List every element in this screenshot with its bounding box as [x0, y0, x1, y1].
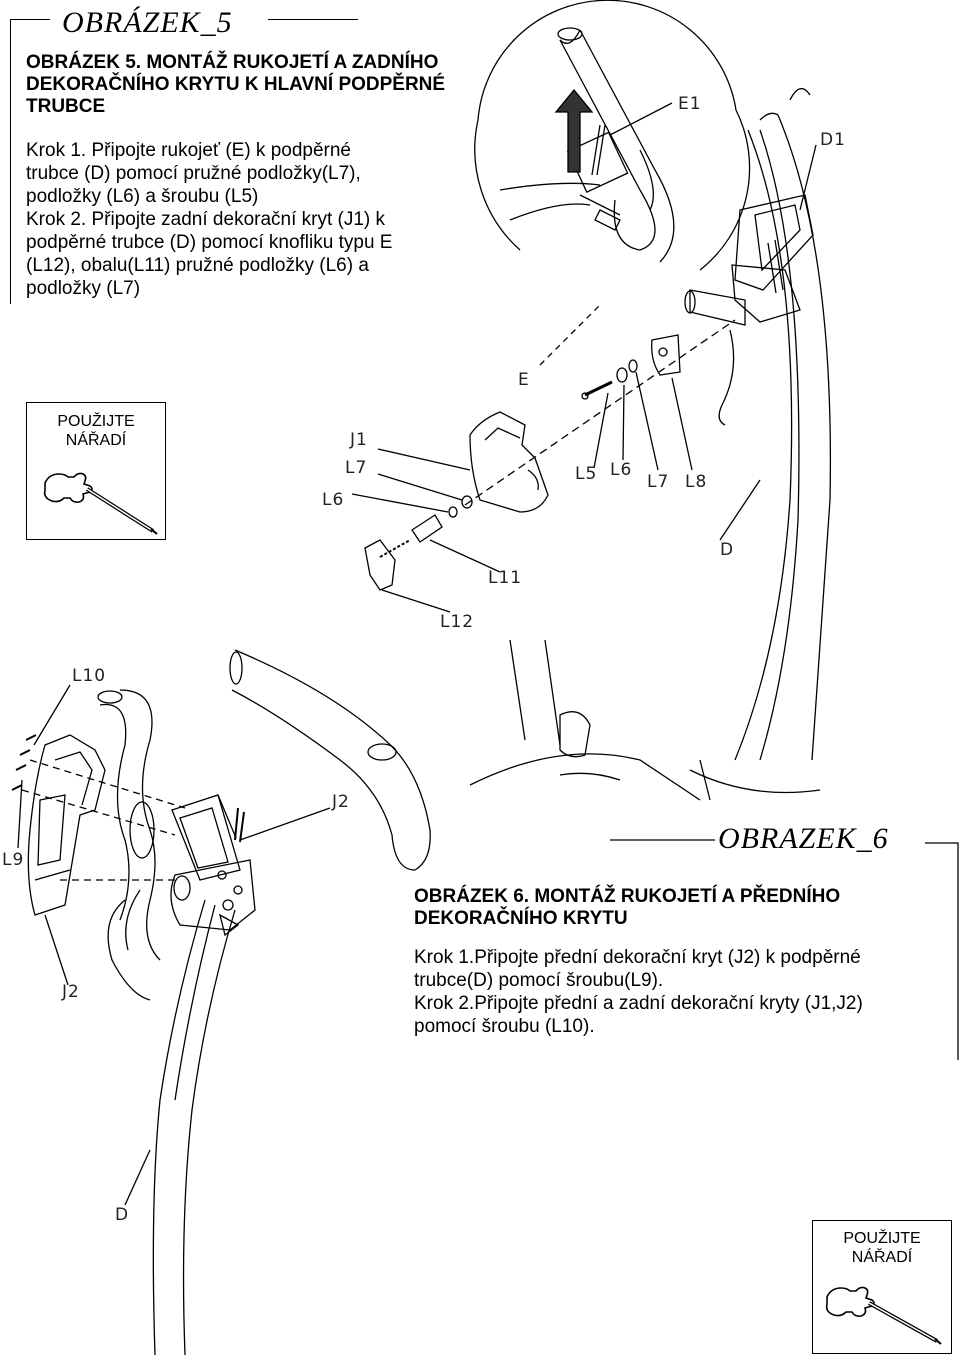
label-l9: L9 — [2, 850, 25, 870]
step-line: trubce (D) pomocí pružné podložky(L7), — [26, 163, 361, 184]
heading-line: DEKORAČNÍHO KRYTU K HLAVNÍ PODPĚRNÉ — [26, 74, 446, 95]
label-l6: L6 — [610, 460, 633, 480]
label-j2: J2 — [332, 792, 350, 812]
tool-box-6: POUŽIJTE NÁŘADÍ — [812, 1220, 952, 1354]
figure-6-heading: OBRÁZEK 6. MONTÁŽ RUKOJETÍ A PŘEDNÍHO DE… — [414, 886, 954, 930]
tool-box-line: NÁŘADÍ — [65, 432, 127, 449]
step-line: (L12), obalu(L11) pružné podložky (L6) a — [26, 255, 369, 276]
step-line: Krok 1. Připojte rukojeť (E) k podpěrné — [26, 140, 352, 161]
label-d: D — [720, 540, 735, 560]
step-line: Krok 2. Připojte zadní dekorační kryt (J… — [26, 209, 386, 230]
wrench-icon — [825, 1286, 942, 1345]
figure-5-title: OBRÁZEK_5 — [62, 6, 233, 39]
step-line: pomocí šroubu (L10). — [414, 1016, 595, 1037]
tool-box-5: POUŽIJTE NÁŘADÍ — [26, 402, 166, 540]
label-l7: L7 — [345, 458, 368, 478]
label-l12: L12 — [440, 612, 475, 632]
step-line: podpěrné trubce (D) pomocí knofliku typu… — [26, 232, 393, 253]
label-e: E — [518, 370, 530, 390]
heading-line: TRUBCE — [26, 96, 106, 117]
label-l5: L5 — [575, 464, 598, 484]
title-rule — [268, 19, 358, 20]
label-l10: L10 — [72, 666, 107, 686]
detail-circle — [477, 0, 751, 271]
tool-box-line: POUŽIJTE — [843, 1230, 921, 1247]
label-j1: J1 — [350, 430, 368, 450]
figure-6-steps: Krok 1.Připojte přední dekorační kryt (J… — [414, 946, 954, 1038]
bracket-top — [10, 19, 50, 20]
figure-6-title: OBRAZEK_6 — [718, 822, 889, 855]
bracket-left — [10, 19, 11, 304]
label-l8: L8 — [685, 472, 708, 492]
heading-line: DEKORAČNÍHO KRYTU — [414, 908, 628, 929]
label-e1: E1 — [678, 94, 702, 114]
tool-box-line: POUŽIJTE — [57, 413, 135, 430]
heading-line: OBRÁZEK 6. MONTÁŽ RUKOJETÍ A PŘEDNÍHO — [414, 886, 841, 907]
figure-5-drawing — [351, 0, 832, 801]
tool-box-line: NÁŘADÍ — [851, 1249, 913, 1266]
step-line: Krok 1.Připojte přední dekorační kryt (J… — [414, 947, 861, 968]
label-d: D — [115, 1205, 130, 1225]
figure-5-heading: OBRÁZEK 5. MONTÁŽ RUKOJETÍ A ZADNÍHO DEK… — [26, 52, 526, 118]
step-line: Krok 2.Připojte přední a zadní dekorační… — [414, 993, 863, 1014]
label-d1: D1 — [820, 130, 846, 150]
wrench-icon — [43, 472, 158, 535]
label-j2: J2 — [62, 982, 80, 1002]
label-l11: L11 — [488, 568, 523, 588]
figure-5-steps: Krok 1. Připojte rukojeť (E) k podpěrné … — [26, 139, 506, 300]
step-line: podložky (L7) — [26, 278, 141, 299]
step-line: podložky (L6) a šroubu (L5) — [26, 186, 259, 207]
step-line: trubce(D) pomocí šroubu(L9). — [414, 970, 664, 991]
heading-line: OBRÁZEK 5. MONTÁŽ RUKOJETÍ A ZADNÍHO — [26, 52, 439, 73]
label-l6: L6 — [322, 490, 345, 510]
label-l7: L7 — [647, 472, 670, 492]
